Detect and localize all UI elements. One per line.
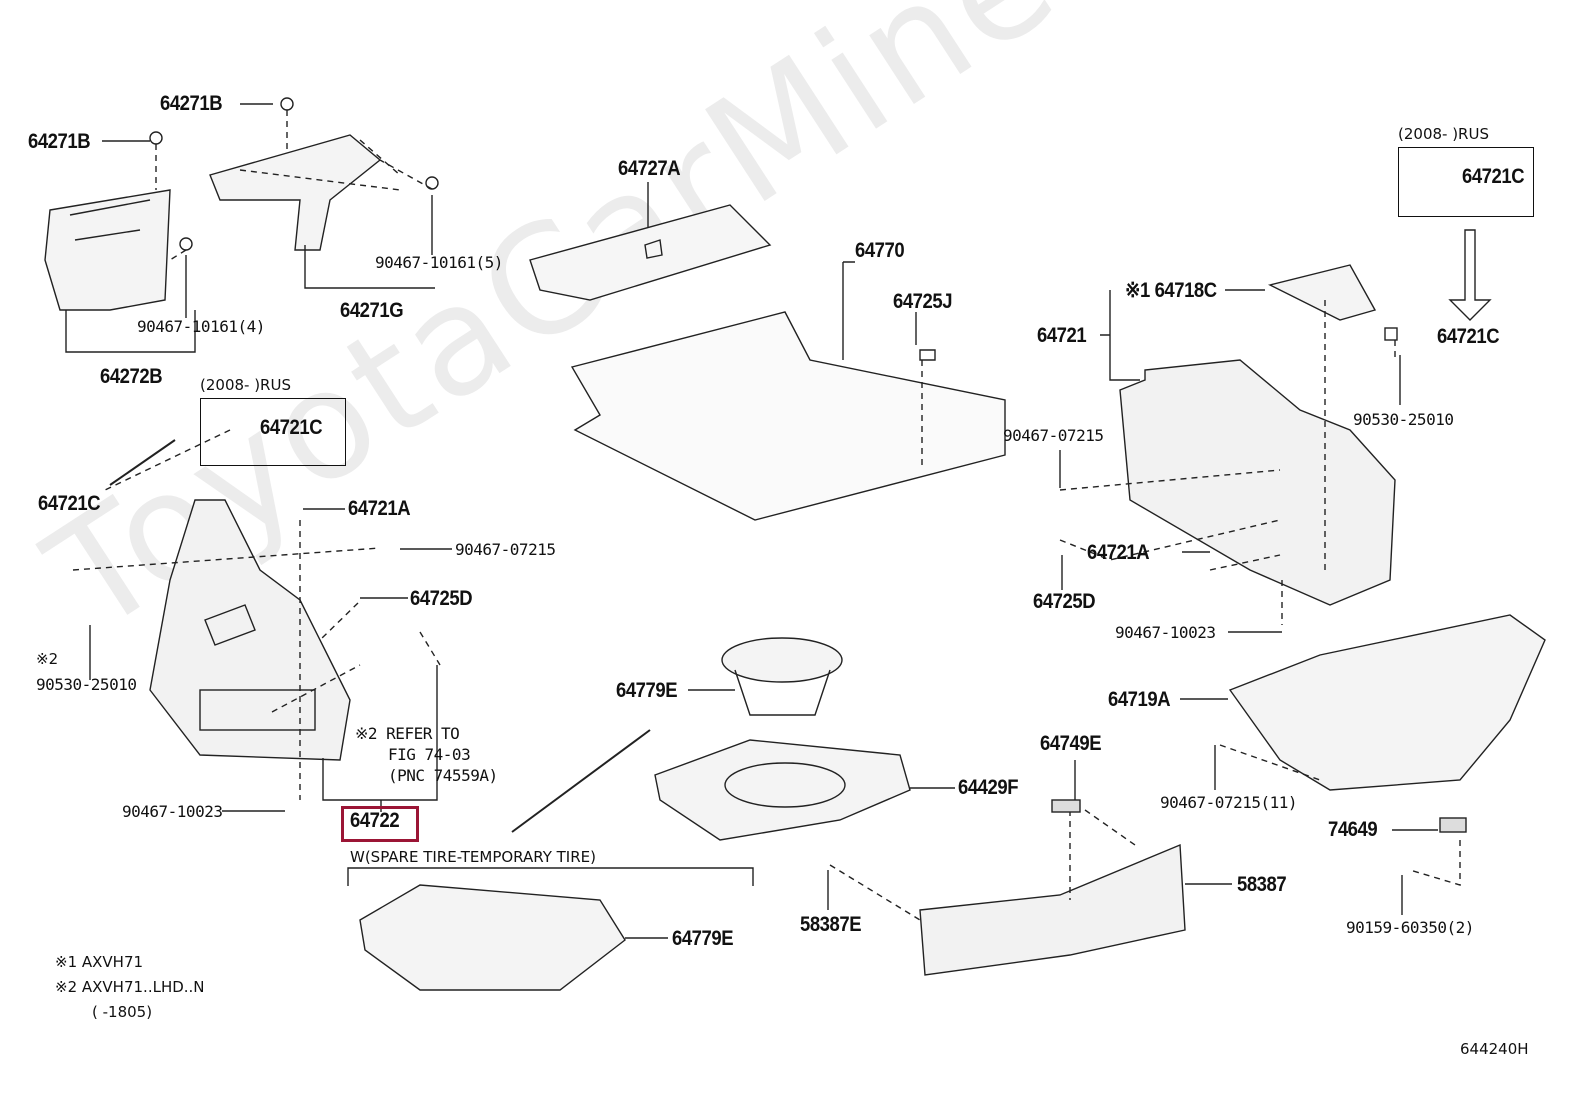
part-label[interactable]: 64721C [38, 492, 101, 515]
legend-line: ( -1805) [92, 1003, 153, 1021]
part-64718C-shape [1267, 264, 1377, 321]
part-label[interactable]: 90467-10023 [122, 802, 223, 821]
part-label[interactable]: 58387 [1237, 873, 1287, 896]
part-label[interactable]: 58387E [800, 913, 862, 936]
condition-mark: ※2 [36, 650, 59, 668]
part-label[interactable]: 90467-10023 [1115, 623, 1216, 642]
part-label[interactable]: 64721C [1462, 165, 1525, 188]
part-label[interactable]: 90467-07215 [1003, 426, 1104, 445]
part-label[interactable]: 64271B [160, 92, 223, 115]
part-label[interactable]: 64721C [1437, 325, 1500, 348]
part-64272B-shape [44, 189, 171, 311]
refer-note: ※2 REFER TO [355, 724, 460, 743]
rus-note: (2008- )RUS [1398, 125, 1489, 143]
diagram-code: 644240H [1460, 1040, 1529, 1058]
part-label[interactable]: 64271B [28, 130, 91, 153]
part-label[interactable]: 90467-10161(4) [137, 317, 265, 336]
part-64429F-tray [654, 739, 911, 841]
part-label[interactable]: 64727A [618, 157, 681, 180]
part-label[interactable]: 64721A [1087, 541, 1150, 564]
legend-line: ※1 AXVH71 [55, 953, 144, 971]
part-label[interactable]: 64272B [100, 365, 163, 388]
part-label[interactable]: 64719A [1108, 688, 1171, 711]
part-label[interactable]: 64721C [260, 416, 323, 439]
part-label[interactable]: 64429F [958, 776, 1019, 799]
refer-note[interactable]: FIG 74-03 [388, 745, 471, 764]
highlighted-part-box [341, 806, 419, 842]
part-label[interactable]: 64779E [616, 679, 678, 702]
part-label-highlighted[interactable]: 64722 [350, 809, 400, 832]
part-58387-shape [919, 843, 1186, 976]
part-label[interactable]: 64725J [893, 290, 953, 313]
rus-note: (2008- )RUS [200, 376, 291, 394]
part-label[interactable]: 64271G [340, 299, 404, 322]
part-label[interactable]: 64721 [1037, 324, 1087, 347]
part-label[interactable]: 64770 [855, 239, 905, 262]
part-label[interactable]: 64779E [672, 927, 734, 950]
part-label[interactable]: ※1 64718C [1125, 279, 1217, 302]
part-64770-mat [570, 311, 1006, 521]
part-label[interactable]: 64725D [410, 587, 473, 610]
group-note: W(SPARE TIRE-TEMPORARY TIRE) [350, 848, 596, 866]
part-64271G-shape [209, 134, 382, 251]
part-label[interactable]: 90467-10161(5) [375, 253, 503, 272]
part-64722-shape [149, 499, 351, 761]
part-label[interactable]: 64749E [1040, 732, 1102, 755]
legend-line: ※2 AXVH71..LHD..N [55, 978, 205, 996]
rus-inset-box-left [200, 398, 346, 466]
part-64779E-holder [721, 637, 843, 716]
refer-note: (PNC 74559A) [388, 766, 498, 785]
part-label[interactable]: 90467-07215(11) [1160, 793, 1298, 812]
part-label[interactable]: 90467-07215 [455, 540, 556, 559]
part-64727A-shape [529, 204, 772, 301]
rus-inset-box-right [1398, 147, 1534, 217]
part-label[interactable]: 64725D [1033, 590, 1096, 613]
part-64719A-shape [1228, 614, 1546, 791]
part-64779E-tray [359, 884, 626, 991]
part-label[interactable]: 74649 [1328, 818, 1378, 841]
part-label[interactable]: 64721A [348, 497, 411, 520]
part-label[interactable]: 90530-25010 [36, 675, 137, 694]
part-label[interactable]: 90530-25010 [1353, 410, 1454, 429]
part-64721-shape [1119, 359, 1396, 606]
part-label[interactable]: 90159-60350(2) [1346, 918, 1474, 937]
